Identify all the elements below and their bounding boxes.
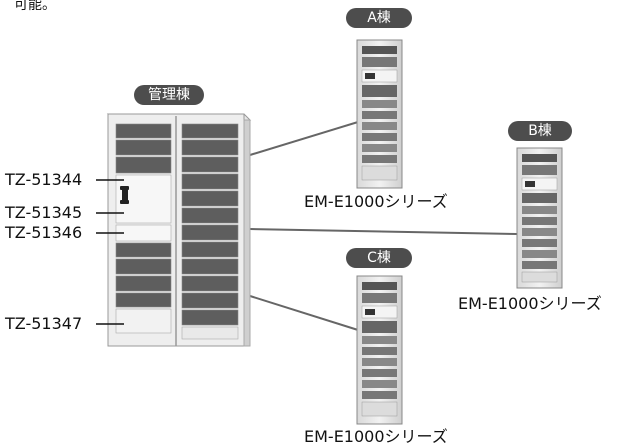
management-building-label: 管理棟 [134, 85, 204, 105]
a-building-label: A棟 [346, 8, 412, 28]
callout-tz-51346: TZ-51346 [5, 223, 83, 242]
handset-icon [120, 186, 129, 204]
top-note-text: 可能。 [14, 0, 56, 13]
management-cabinet [106, 113, 252, 347]
b-building-series: EM-E1000シリーズ [458, 294, 602, 313]
rack-a [356, 39, 403, 189]
callout-tz-51344: TZ-51344 [5, 170, 83, 189]
link-to-b-building [249, 228, 518, 235]
rack-c [356, 275, 403, 425]
b-building-label: B棟 [508, 121, 572, 141]
c-building-label: C棟 [346, 248, 412, 268]
link-to-a-building [249, 121, 359, 156]
c-building-series: EM-E1000シリーズ [304, 427, 448, 446]
link-to-c-building [249, 295, 359, 331]
a-building-series: EM-E1000シリーズ [304, 192, 448, 211]
callout-tz-51347: TZ-51347 [5, 314, 83, 333]
rack-b [516, 147, 563, 289]
callout-tz-51345: TZ-51345 [5, 203, 83, 222]
